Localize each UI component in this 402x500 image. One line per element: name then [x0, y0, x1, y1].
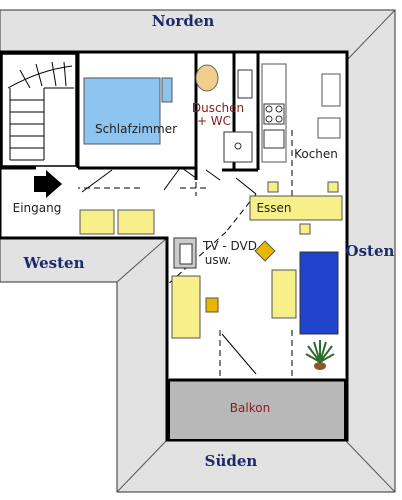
label-bedroom: Schlafzimmer: [95, 122, 177, 136]
label-kitchen: Kochen: [294, 147, 338, 161]
kitchen-cabinet: [317, 117, 341, 139]
label-tv-1: TV - DVD: [202, 239, 257, 253]
armchair: [271, 269, 297, 319]
roof-ridge-ne: [346, 9, 396, 61]
roof-ridge-w: [116, 237, 168, 283]
compass-south: Süden: [205, 452, 258, 470]
side-table: [254, 240, 276, 262]
stove: [263, 103, 285, 125]
sofa-left: [171, 275, 201, 339]
label-entrance: Eingang: [13, 201, 62, 215]
label-balcony: Balkon: [230, 401, 270, 415]
entrance-arrow-icon: [34, 170, 62, 198]
compass-west: Westen: [23, 254, 85, 272]
sofa-blue: [299, 251, 339, 335]
dining-table: [249, 195, 343, 221]
bathroom-mirror: [195, 64, 219, 92]
label-tv-2: usw.: [205, 253, 231, 267]
dining-chair: [327, 181, 339, 193]
fridge: [321, 73, 341, 107]
stove-burner-icon: [265, 115, 273, 123]
hall-cabinet-left: [79, 209, 115, 235]
shower: [223, 131, 253, 163]
tv-armchair-seat: [179, 243, 193, 265]
balcony: [168, 379, 346, 441]
coffee-table: [205, 297, 219, 313]
compass-north: Norden: [152, 12, 215, 30]
shower-drain-icon: [234, 142, 242, 150]
label-bathroom-1: Duschen: [192, 101, 244, 115]
stove-burner-icon: [275, 115, 283, 123]
toilet: [237, 69, 253, 99]
label-bathroom-2: + WC: [197, 114, 231, 128]
compass-east: Osten: [346, 242, 395, 260]
plant-icon: [305, 340, 335, 370]
stove-burner-icon: [265, 105, 273, 113]
kitchen-sink: [263, 129, 285, 149]
roof-ridge-se: [344, 439, 396, 493]
stove-burner-icon: [275, 105, 283, 113]
bed: [83, 77, 161, 145]
roof-ridge-sw: [116, 439, 168, 493]
dining-chair: [267, 181, 279, 193]
bedside-table: [161, 77, 173, 103]
staircase: [1, 53, 77, 167]
hall-cabinet-right: [117, 209, 155, 235]
label-dining: Essen: [256, 201, 291, 215]
dining-chair: [299, 223, 311, 235]
